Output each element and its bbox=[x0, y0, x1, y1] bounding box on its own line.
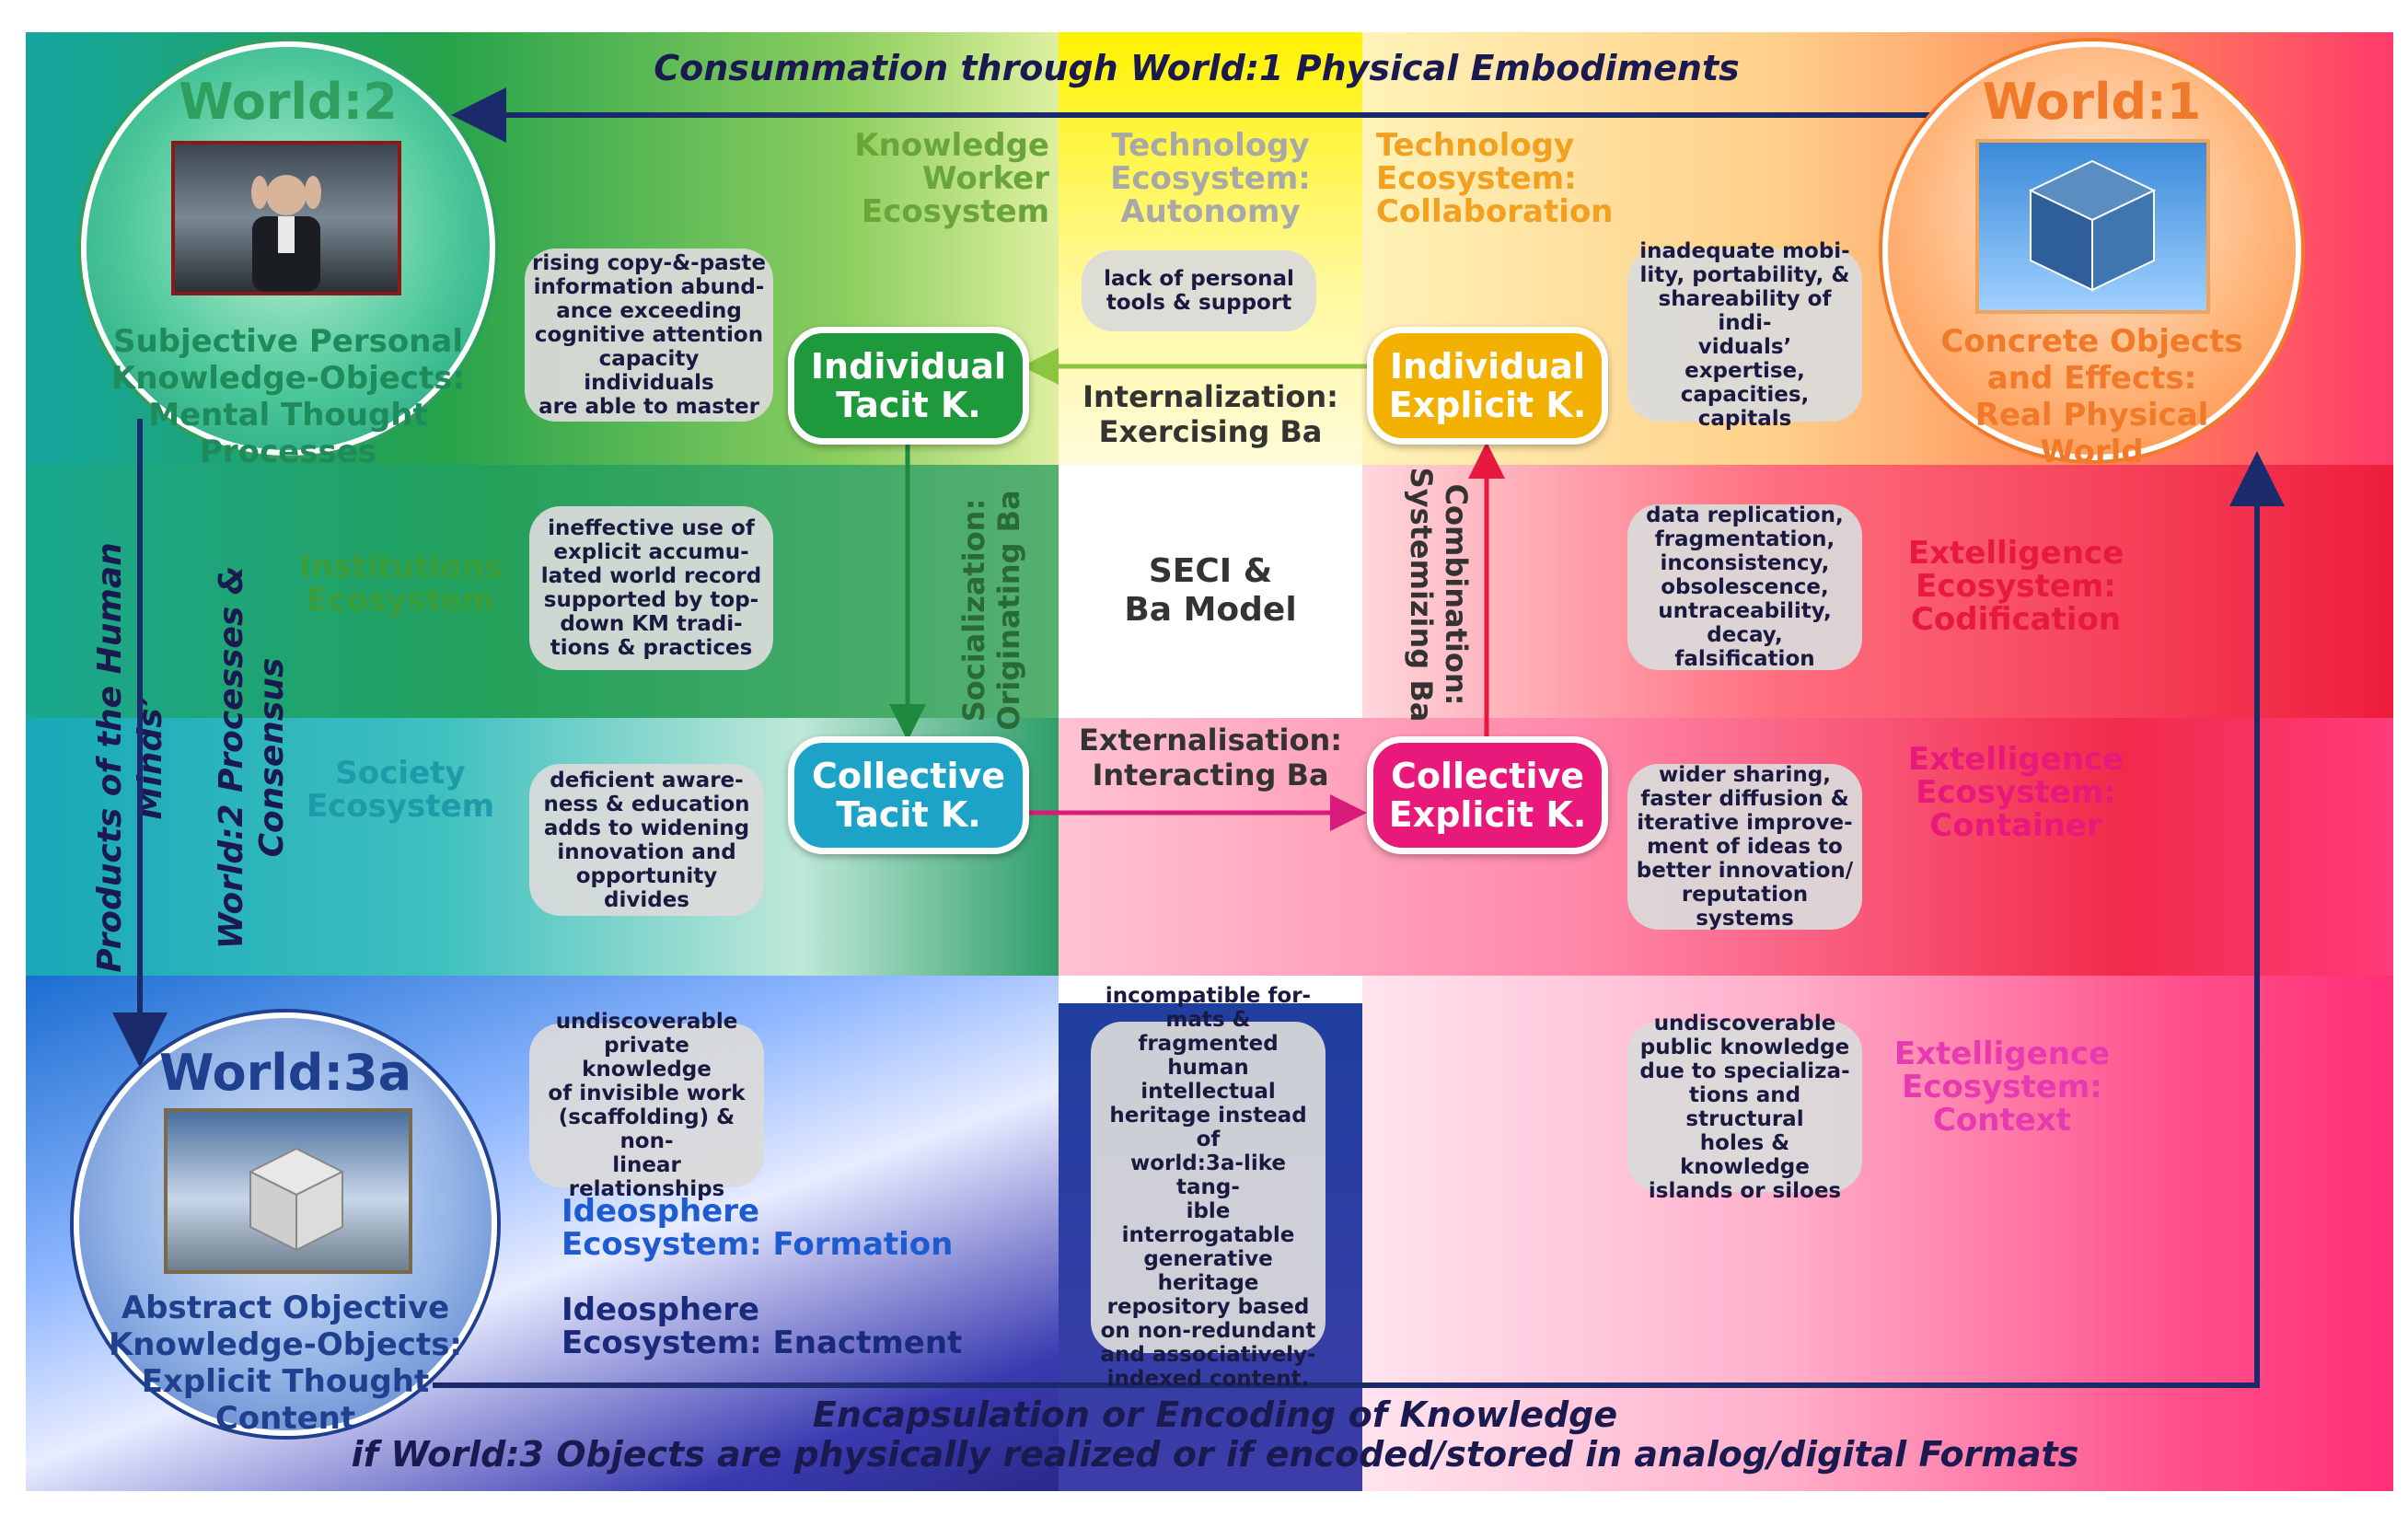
node-collective-explicit[interactable]: Collective Explicit K. bbox=[1367, 736, 1608, 854]
eco-ext-container: Extelligence Ecosystem: Container bbox=[1907, 741, 2124, 844]
node-individual-tacit[interactable]: Individual Tacit K. bbox=[788, 327, 1029, 445]
thinking-person-icon bbox=[251, 175, 321, 292]
bg-top-middle-band bbox=[1059, 32, 1362, 465]
world1-subtitle: Concrete Objects and Effects: Real Physi… bbox=[1940, 323, 2243, 470]
note-data-replication: data replication, fragmentation, inconsi… bbox=[1627, 503, 1862, 671]
eco-tech-collaboration: Technology Ecosystem: Collaboration bbox=[1376, 127, 1614, 230]
ba-combination: Combination: Systemizing Ba bbox=[1404, 467, 1474, 723]
world2-subtitle: Subjective Personal Knowledge-Objects: M… bbox=[110, 323, 466, 470]
note-copy-paste: rising copy-&-paste information abund- a… bbox=[525, 249, 773, 422]
eco-tech-autonomy: Technology Ecosystem: Autonomy bbox=[1110, 127, 1311, 230]
world3a-circle: World:3a Abstract Objective Knowledge-Ob… bbox=[74, 1012, 497, 1437]
note-incompatible-formats: incompatible for- mats & fragmented huma… bbox=[1091, 984, 1326, 1391]
encapsulation-arrow bbox=[433, 451, 2285, 1388]
ba-center-model: SECI & Ba Model bbox=[1124, 552, 1297, 629]
world2-thinking-person-image bbox=[171, 141, 401, 295]
node-collective-tacit[interactable]: Collective Tacit K. bbox=[788, 736, 1029, 854]
bg-bottom-right-band bbox=[1362, 976, 2393, 1491]
bottom-flow-label-line2: if World:3 Objects are physically realiz… bbox=[351, 1434, 2079, 1475]
eco-ext-codification: Extelligence Ecosystem: Codification bbox=[1907, 535, 2124, 638]
world1-title: World:1 bbox=[1982, 73, 2202, 131]
node-individual-explicit[interactable]: Individual Explicit K. bbox=[1367, 327, 1608, 445]
text-cube-icon bbox=[248, 1147, 345, 1252]
earth-cube-icon bbox=[2028, 159, 2157, 292]
world2-title: World:2 bbox=[179, 73, 398, 131]
bottom-flow-label-line1: Encapsulation or Encoding of Knowledge bbox=[812, 1394, 1618, 1435]
ba-internalization: Internalization: Exercising Ba bbox=[1082, 379, 1338, 449]
world3a-subtitle: Abstract Objective Knowledge-Objects: Ex… bbox=[108, 1290, 463, 1437]
world3a-title: World:3a bbox=[158, 1044, 412, 1102]
note-personal-tools: lack of personal tools & support bbox=[1082, 250, 1316, 331]
eco-knowledge-worker: Knowledge Worker Ecosystem bbox=[854, 127, 1049, 230]
ba-socialization: Socialization: Originating Ba bbox=[956, 490, 1026, 731]
note-wider-sharing: wider sharing, faster diffusion & iterat… bbox=[1627, 763, 1862, 931]
world1-circle: World:1 Concrete Objects and Effects: Re… bbox=[1882, 41, 2301, 470]
note-explicit-record: ineffective use of explicit accumu- late… bbox=[529, 506, 773, 670]
bg-mid-right-band bbox=[1362, 465, 2393, 718]
bg-mid-center-band bbox=[1059, 465, 1362, 718]
world2-circle: World:2 Subjective Personal Knowledge-Ob… bbox=[81, 41, 495, 470]
note-private-knowledge: undiscoverable private knowledge of invi… bbox=[529, 1010, 764, 1201]
eco-institutions: Institutions Ecosystem bbox=[299, 549, 504, 619]
eco-ideo-enactment: Ideosphere Ecosystem: Enactment bbox=[561, 1291, 963, 1361]
note-mobility: inadequate mobi- lity, portability, & sh… bbox=[1627, 239, 1862, 431]
eco-ext-context: Extelligence Ecosystem: Context bbox=[1893, 1035, 2111, 1139]
world1-cube-image bbox=[1975, 139, 2210, 314]
note-public-knowledge: undiscoverable public knowledge due to s… bbox=[1627, 1012, 1862, 1203]
top-flow-label: Consummation through World:1 Physical Em… bbox=[654, 48, 1740, 88]
ba-externalisation: Externalisation: Interacting Ba bbox=[1078, 723, 1343, 792]
world3a-clouds-cube-image bbox=[164, 1108, 412, 1274]
eco-society: Society Ecosystem bbox=[306, 755, 495, 825]
eco-ideo-formation: Ideosphere Ecosystem: Formation bbox=[561, 1193, 954, 1263]
note-awareness: deficient aware- ness & education adds t… bbox=[529, 764, 764, 916]
